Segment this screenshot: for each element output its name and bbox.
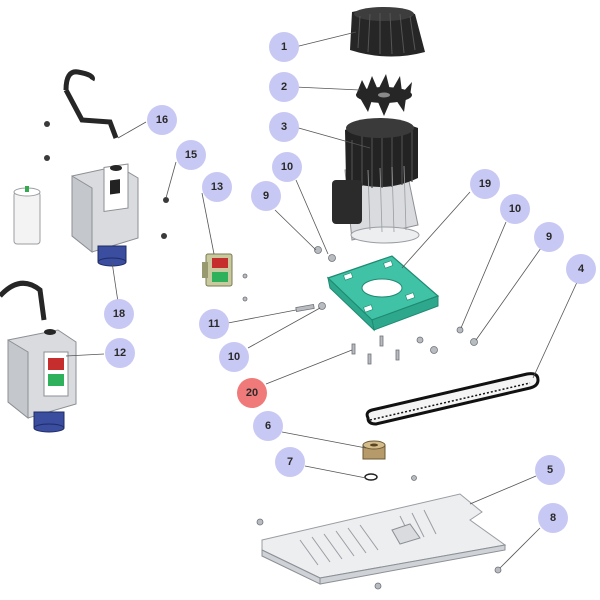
callout-5-label: 5	[547, 464, 553, 476]
callout-6[interactable]: 6	[253, 411, 283, 441]
callout-8-label: 8	[550, 512, 556, 524]
callout-3[interactable]: 3	[269, 112, 299, 142]
callout-9-right[interactable]: 9	[534, 222, 564, 252]
key-part	[364, 473, 378, 481]
lower-switch-box-part	[0, 280, 77, 433]
motor-part	[332, 118, 420, 244]
callout-10-right[interactable]: 10	[500, 194, 530, 224]
callout-10-lower[interactable]: 10	[219, 342, 249, 372]
callout-15[interactable]: 15	[176, 140, 206, 170]
drive-belt-part	[365, 372, 540, 426]
callout-8[interactable]: 8	[538, 503, 568, 533]
fasteners-group	[242, 246, 502, 590]
upper-switch-box-part	[44, 69, 169, 267]
callout-3-label: 3	[281, 121, 287, 133]
leader-lines	[65, 31, 579, 569]
callout-20-label: 20	[246, 387, 258, 399]
callout-19-label: 19	[479, 178, 491, 190]
fan-impeller-part	[356, 74, 412, 116]
callout-19[interactable]: 19	[470, 169, 500, 199]
callout-5[interactable]: 5	[535, 455, 565, 485]
callout-10-lower-label: 10	[228, 351, 240, 363]
callout-10-right-label: 10	[509, 203, 521, 215]
callout-7-label: 7	[287, 456, 293, 468]
callout-18-label: 18	[113, 308, 125, 320]
callout-2[interactable]: 2	[269, 72, 299, 102]
capacitor-part	[13, 186, 41, 245]
callout-9-right-label: 9	[546, 231, 552, 243]
callout-9-upper[interactable]: 9	[251, 181, 281, 211]
callout-13-label: 13	[211, 181, 223, 193]
callout-12-label: 12	[114, 347, 126, 359]
motor-bracket-part	[326, 255, 440, 332]
callout-2-label: 2	[281, 81, 287, 93]
callout-4-label: 4	[578, 263, 585, 275]
callout-16-label: 16	[156, 114, 168, 126]
callout-1[interactable]: 1	[269, 32, 299, 62]
base-tray-part	[261, 493, 507, 585]
callout-11[interactable]: 11	[199, 309, 229, 339]
callout-9-upper-label: 9	[263, 190, 269, 202]
callout-7[interactable]: 7	[275, 447, 305, 477]
pulley-part	[362, 440, 386, 460]
callout-12[interactable]: 12	[105, 338, 135, 368]
callout-1-label: 1	[281, 41, 287, 53]
fan-cover-part	[350, 7, 425, 57]
callout-10-upper[interactable]: 10	[272, 152, 302, 182]
callout-6-label: 6	[265, 420, 271, 432]
callout-15-label: 15	[185, 149, 197, 161]
callout-4[interactable]: 4	[566, 254, 596, 284]
callout-20[interactable]: 20	[237, 378, 267, 408]
callout-13[interactable]: 13	[202, 172, 232, 202]
callout-11-label: 11	[208, 318, 220, 330]
callout-18[interactable]: 18	[104, 299, 134, 329]
capacitor-switch-part	[202, 253, 233, 287]
callout-16[interactable]: 16	[147, 105, 177, 135]
callout-10-upper-label: 10	[281, 161, 293, 173]
